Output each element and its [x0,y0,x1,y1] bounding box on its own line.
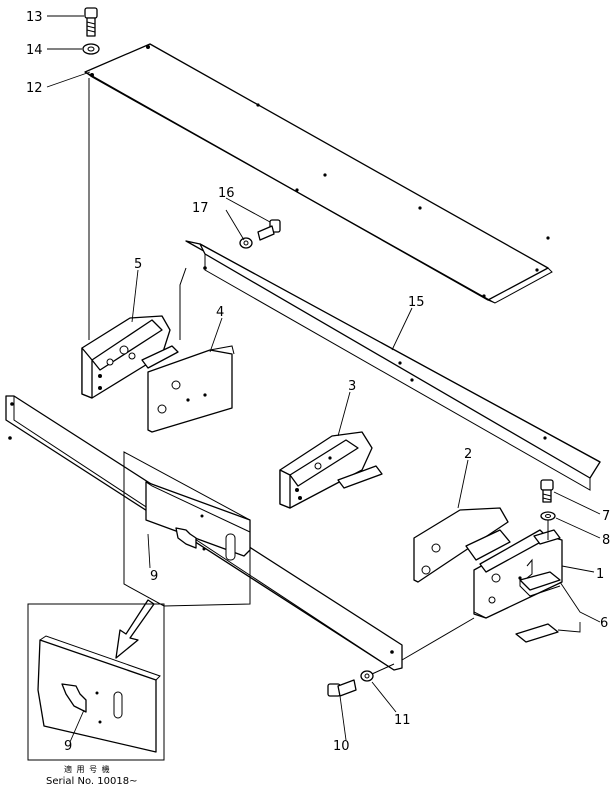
callout-6: 6 [600,616,608,631]
callout-15: 15 [408,295,425,310]
shims-6 [515,571,561,643]
detail-frame-main [123,451,251,607]
callout-5: 5 [134,257,142,272]
bracket-1 [473,529,563,619]
bolt-7 [540,479,554,503]
bracket-3 [279,431,383,509]
callout-12: 12 [26,81,43,96]
detail-arrow [115,599,155,659]
bolt-10 [327,679,357,697]
callout-14: 14 [26,43,43,58]
callout-9-main: 9 [150,569,158,584]
washer-14 [82,43,100,55]
applicability-label: 適 用 号 機 [64,764,111,774]
washer-8 [540,511,556,521]
top-cover-plate [84,43,553,304]
bracket-2 [413,507,511,583]
serial-number: Serial No. 10018~ [46,776,137,787]
washer-17 [239,237,253,249]
callout-9-inset: 9 [64,739,72,754]
callout-13: 13 [26,10,43,25]
callout-11: 11 [394,713,411,728]
plate-4 [147,345,235,433]
callout-4: 4 [216,305,224,320]
washer-11 [360,670,374,682]
angle-rail [185,240,601,491]
serial-footer: 適 用 号 機 Serial No. 10018~ [46,764,137,787]
callout-8: 8 [602,533,610,548]
callouts: 1 2 3 4 5 6 7 8 9 9 10 11 12 13 14 15 16… [26,10,610,754]
bolt-16 [257,219,281,241]
bracket-5 [81,315,179,399]
leader-lines [46,15,601,743]
callout-16: 16 [218,186,235,201]
callout-10: 10 [333,739,350,754]
callout-7: 7 [602,509,610,524]
inset-detail [27,603,165,761]
callout-1: 1 [596,567,604,582]
callout-3: 3 [348,379,356,394]
callout-2: 2 [464,447,472,462]
callout-17: 17 [192,201,209,216]
bolt-13 [84,7,98,37]
